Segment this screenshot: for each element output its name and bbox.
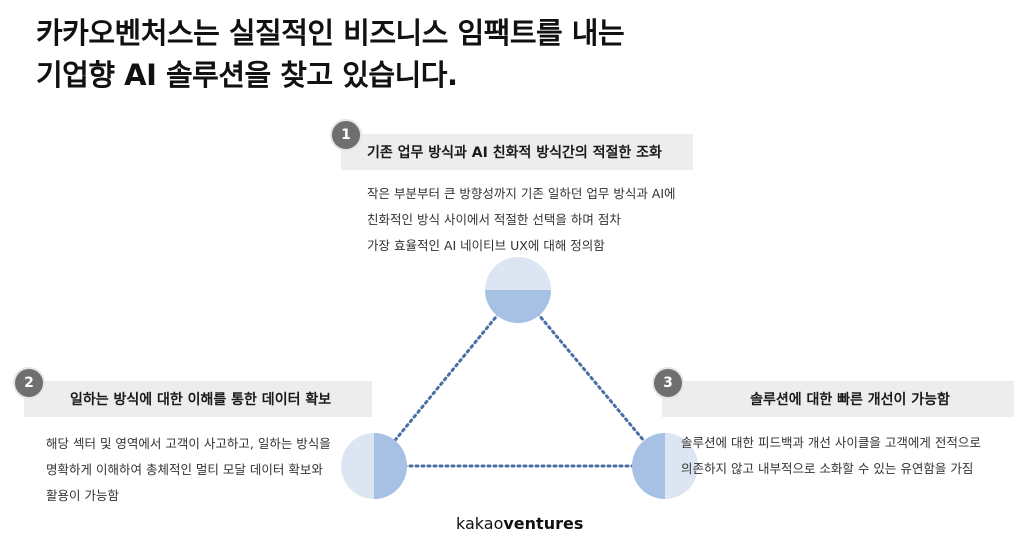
item-2-line-2: 명확하게 이해하여 총체적인 멀티 모달 데이터 확보와	[46, 462, 323, 477]
item-1-title-box: 기존 업무 방식과 AI 친화적 방식간의 적절한 조화	[341, 134, 693, 170]
item-3-line-2: 의존하지 않고 내부적으로 소화할 수 있는 유연함을 가짐	[681, 461, 974, 476]
item-3-line-1: 솔루션에 대한 피드백과 개선 사이클을 고객에게 전적으로	[681, 435, 981, 450]
item-2-line-3: 활용이 가능함	[46, 488, 119, 503]
headline: 카카오벤처스는 실질적인 비즈니스 임팩트를 내는 기업향 AI 솔루션을 찾고…	[36, 12, 625, 96]
item-3-number-badge: 3	[652, 367, 684, 399]
item-2-title: 일하는 방식에 대한 이해를 통한 데이터 확보	[70, 392, 332, 408]
circle-node-2	[341, 433, 407, 499]
item-1-line-2: 친화적인 방식 사이에서 적절한 선택을 하며 점차	[367, 212, 621, 227]
circle-node-1	[485, 257, 551, 323]
item-1-line-1: 작은 부분부터 큰 방향성까지 기존 일하던 업무 방식과 AI에	[367, 186, 676, 201]
item-3-title-box: 솔루션에 대한 빠른 개선이 가능함	[662, 381, 1014, 417]
kakaoventures-logo: kakaoventures	[456, 514, 583, 533]
item-1-description: 작은 부분부터 큰 방향성까지 기존 일하던 업무 방식과 AI에 친화적인 방…	[367, 181, 676, 259]
circle-node-3	[632, 433, 698, 499]
connector-top-left	[372, 288, 520, 468]
item-2-line-1: 해당 섹터 및 영역에서 고객이 사고하고, 일하는 방식을	[46, 436, 331, 451]
headline-line-2: 기업향 AI 솔루션을 찾고 있습니다.	[36, 58, 458, 92]
connector-top-right	[516, 288, 667, 468]
item-1-title: 기존 업무 방식과 AI 친화적 방식간의 적절한 조화	[367, 145, 662, 161]
item-3-title: 솔루션에 대한 빠른 개선이 가능함	[750, 392, 950, 408]
logo-part-1: kakao	[456, 514, 504, 533]
item-2-description: 해당 섹터 및 영역에서 고객이 사고하고, 일하는 방식을 명확하게 이해하여…	[46, 431, 331, 509]
logo-part-2: ventures	[503, 514, 584, 533]
item-3-description: 솔루션에 대한 피드백과 개선 사이클을 고객에게 전적으로 의존하지 않고 내…	[681, 430, 981, 482]
item-1-number-badge: 1	[330, 119, 362, 151]
item-1-line-3: 가장 효율적인 AI 네이티브 UX에 대해 정의함	[367, 238, 605, 253]
item-2-title-box: 일하는 방식에 대한 이해를 통한 데이터 확보	[24, 381, 372, 417]
item-2-number-badge: 2	[13, 367, 45, 399]
headline-line-1: 카카오벤처스는 실질적인 비즈니스 임팩트를 내는	[36, 16, 625, 50]
